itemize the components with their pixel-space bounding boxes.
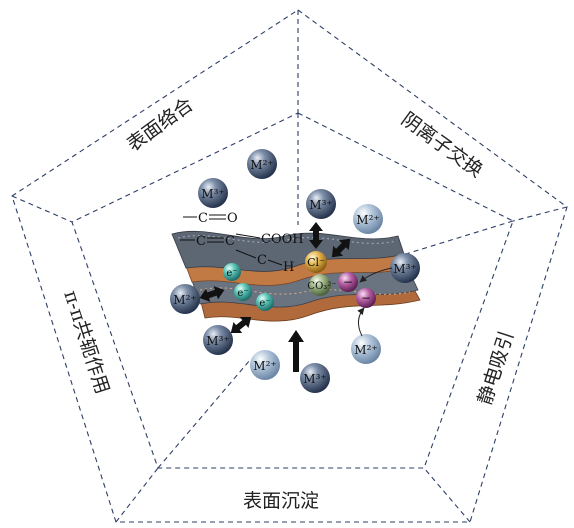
- spoke-left: [11, 195, 73, 223]
- carbonate-ion: CO₃²⁻: [307, 274, 337, 296]
- sheet-highlight: [177, 235, 397, 245]
- electron-3: e⁻: [256, 293, 274, 311]
- svg-text:M³⁺: M³⁺: [201, 187, 224, 201]
- label-pi-pi-conjugation: π-π共轭作用: [59, 288, 113, 397]
- interaction-arrows: [199, 222, 351, 372]
- metal-ion-m2-top: M²⁺: [247, 149, 277, 179]
- metal-ion-m2-upper-right: M²⁺: [353, 204, 383, 234]
- arrow-pi-pi-lower: [230, 316, 252, 334]
- sheet-highlight-2: [199, 287, 411, 295]
- inner-pentagon: [71, 112, 514, 469]
- svg-text:e⁻: e⁻: [226, 268, 237, 279]
- svg-text:CO₃²⁻: CO₃²⁻: [307, 281, 336, 292]
- functional-groups: C O C C COOH C H: [180, 211, 304, 275]
- carbonyl-oxygen: O: [227, 211, 238, 226]
- carboxyl-group: COOH: [261, 232, 304, 247]
- bond-ch-left: [235, 249, 257, 259]
- svg-text:M²⁺: M²⁺: [354, 343, 377, 357]
- metal-ion-m2-lower-right: M²⁺: [351, 334, 381, 364]
- electron-1: e⁻: [223, 263, 241, 281]
- arrow-cl-exchange: [309, 222, 323, 249]
- metal-ion-m3-upper-left: M³⁺: [198, 178, 228, 208]
- svg-text:M³⁺: M³⁺: [303, 372, 326, 386]
- alkene-carbon-1: C: [196, 234, 206, 249]
- ch-hydrogen: H: [283, 260, 294, 275]
- spoke-inner-right: [369, 220, 514, 266]
- anion-site-1: −: [338, 272, 358, 292]
- arrow-pi-pi-upper: [199, 286, 225, 302]
- curved-arrow-upper: [359, 267, 393, 283]
- svg-text:M²⁺: M²⁺: [250, 158, 273, 172]
- label-anion-exchange: 阴离子交换: [397, 108, 487, 182]
- svg-text:M³⁺: M³⁺: [393, 262, 416, 276]
- alkene-carbon-2: C: [225, 234, 235, 249]
- metal-ion-m3-upper-center: M³⁺: [306, 189, 336, 219]
- bond-carboxyl: [235, 233, 261, 239]
- metal-ion-m2-lower-center: M²⁺: [250, 350, 280, 380]
- svg-text:M³⁺: M³⁺: [309, 198, 332, 212]
- chloride-ion: Cl⁻: [305, 251, 327, 273]
- metal-ion-m2-left: M²⁺: [170, 284, 200, 314]
- metal-ions: M²⁺ M³⁺ M³⁺ M²⁺ M³⁺ M²⁺ M³⁺ M²⁺: [170, 149, 420, 393]
- label-surface-precipitation: 表面沉淀: [243, 490, 319, 512]
- electrons: e⁻ e⁻ e⁻: [223, 263, 274, 311]
- label-surface-complexation: 表面络合: [123, 94, 197, 156]
- metal-ion-m3-bottom: M³⁺: [300, 363, 330, 393]
- svg-text:e⁻: e⁻: [259, 298, 270, 309]
- curved-arrow-lower: [357, 307, 365, 337]
- electron-2: e⁻: [234, 283, 252, 301]
- electrostatic-arrows: [357, 267, 393, 337]
- svg-text:e⁻: e⁻: [237, 288, 248, 299]
- label-electrostatic-attraction: 静电吸引: [474, 328, 518, 407]
- spoke-bottom-right: [423, 467, 471, 523]
- spoke-bottom-left: [115, 467, 159, 523]
- bond-ch-right: [267, 259, 283, 266]
- svg-text:M²⁺: M²⁺: [253, 359, 276, 373]
- anion-site-2: −: [356, 288, 376, 308]
- arrow-precipitation: [288, 330, 304, 372]
- svg-text:−: −: [361, 291, 371, 305]
- spoke-right: [512, 206, 568, 222]
- carbonyl-carbon: C: [198, 211, 208, 226]
- outer-pentagon: [11, 9, 568, 523]
- anions: Cl⁻ CO₃²⁻ − −: [305, 251, 376, 308]
- spoke-inner-bottom-left: [157, 359, 251, 469]
- arrow-anion-exchange: [331, 238, 351, 258]
- svg-text:−: −: [343, 275, 353, 289]
- svg-text:Cl⁻: Cl⁻: [307, 256, 325, 269]
- svg-text:M²⁺: M²⁺: [173, 293, 196, 307]
- metal-ion-m3-right: M³⁺: [390, 253, 420, 283]
- metal-ion-m3-lower-left: M³⁺: [203, 325, 233, 355]
- svg-text:M³⁺: M³⁺: [206, 334, 229, 348]
- pentagon-frame: [11, 9, 568, 523]
- ch-carbon: C: [257, 253, 267, 268]
- svg-text:M²⁺: M²⁺: [356, 213, 379, 227]
